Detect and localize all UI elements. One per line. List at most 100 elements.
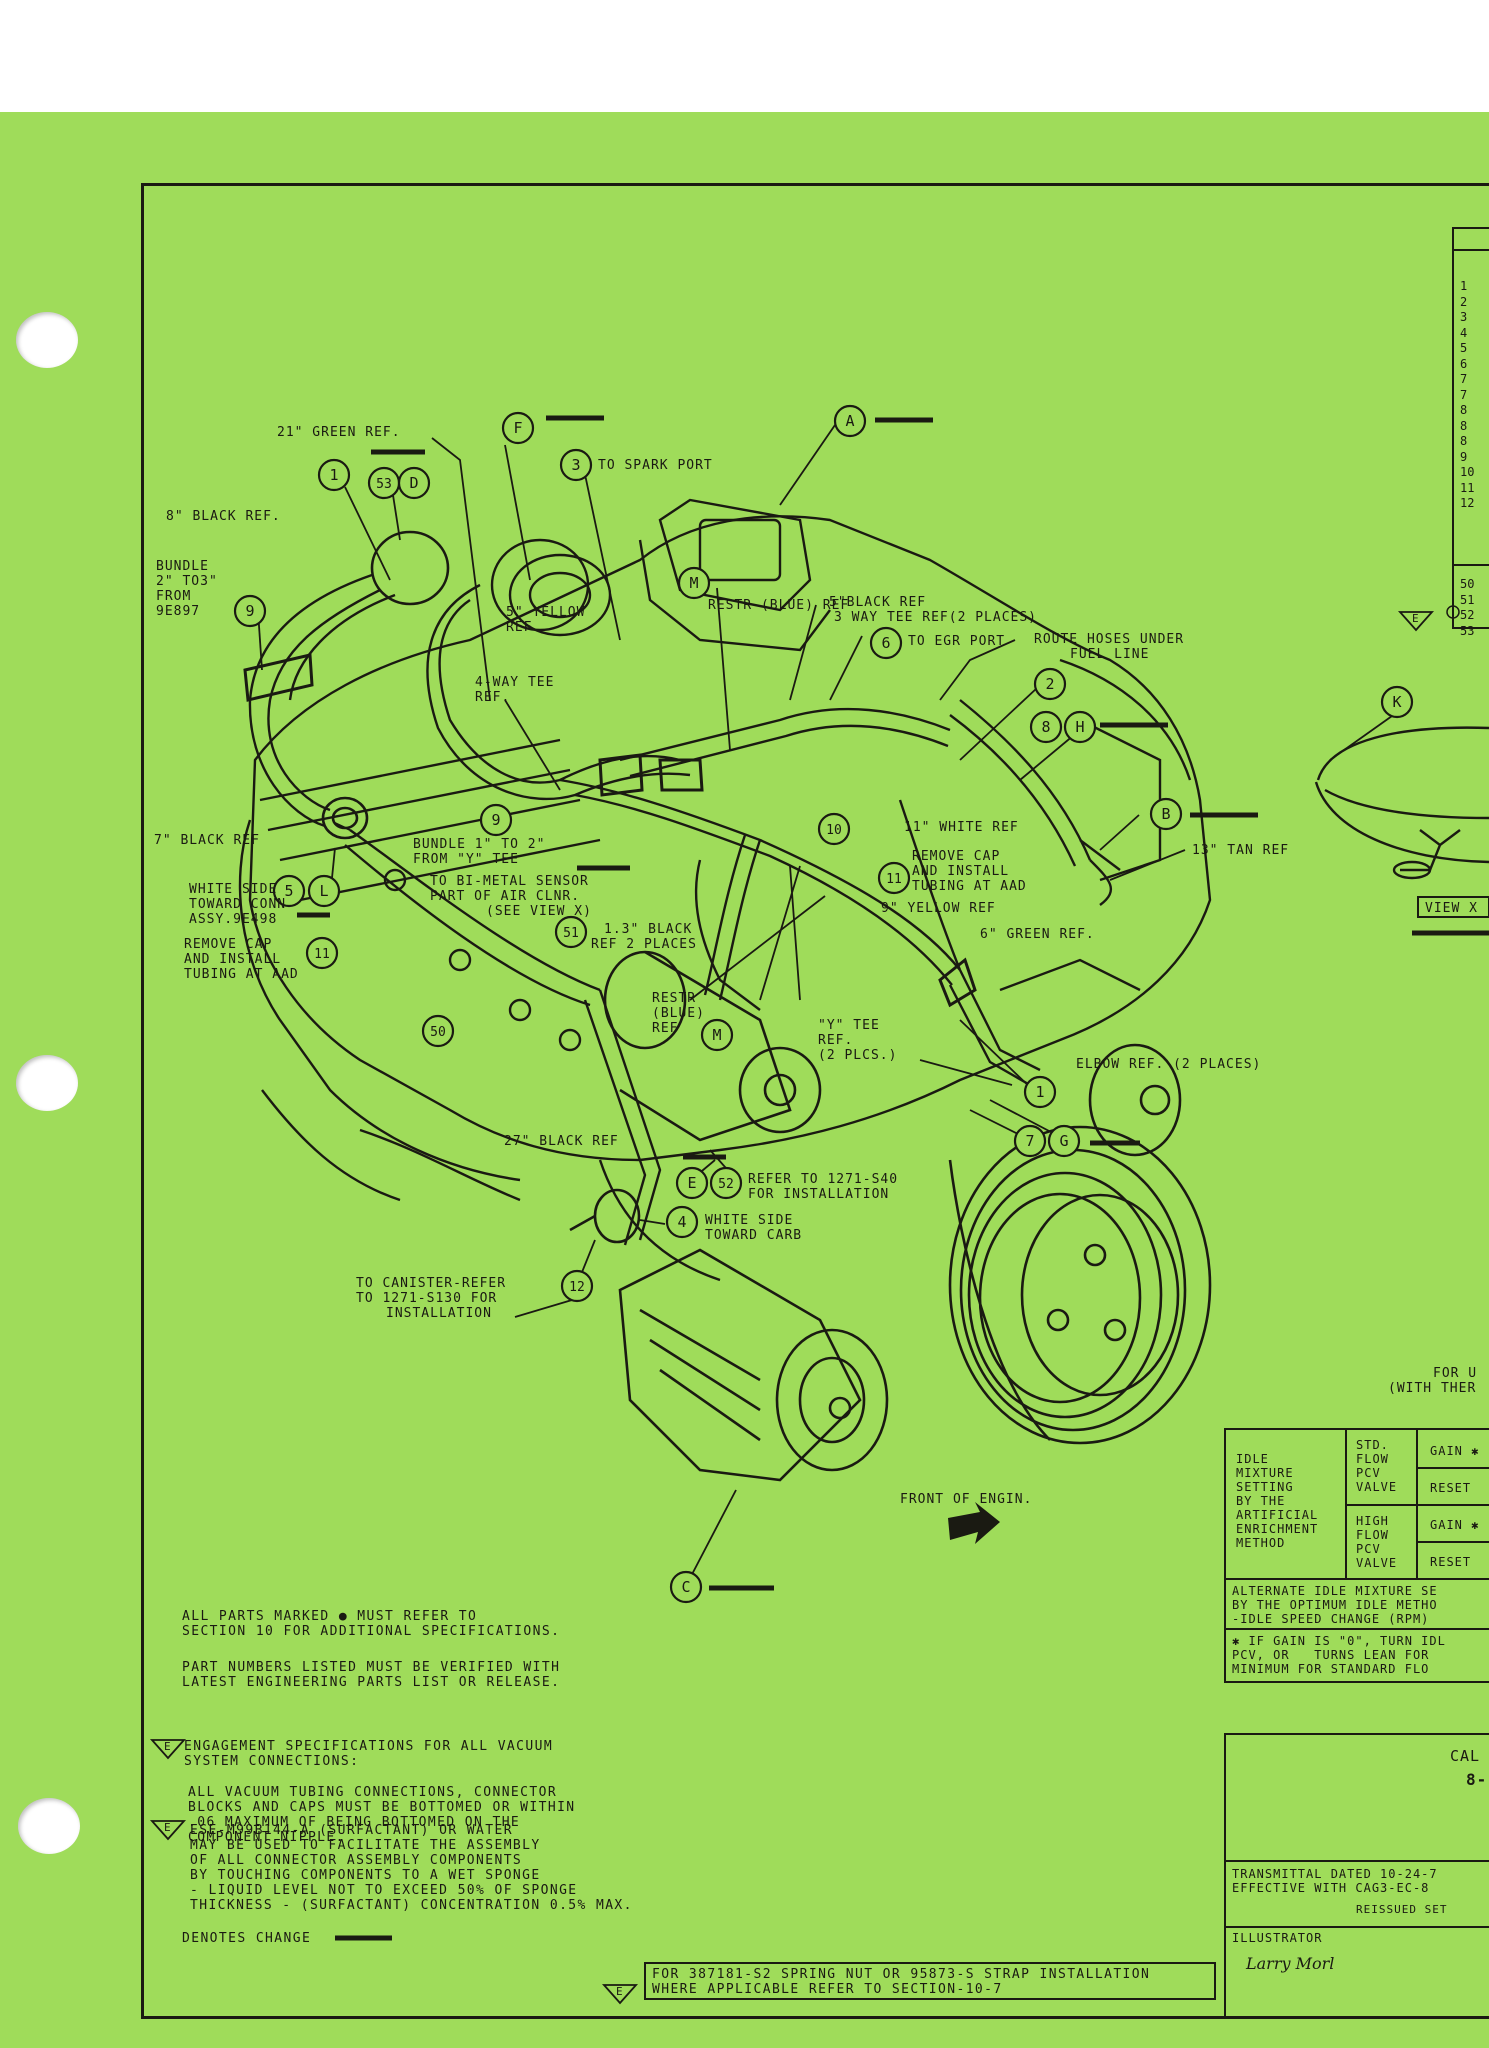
label-bundle1: BUNDLE (156, 559, 209, 574)
callout-cD: D (397, 466, 431, 500)
strap-note-box: FOR 387181-S2 SPRING NUT OR 95873-S STRA… (644, 1962, 1216, 2000)
vacuum-components (321, 530, 822, 1244)
illustrator-signature: Larry Morl (1246, 1954, 1335, 1973)
label-canister1: TO CANISTER-REFER (356, 1276, 506, 1291)
label-bimetal2: PART OF AIR CLNR. (430, 889, 580, 904)
index-row: 9 (1460, 449, 1468, 464)
label-white-side3: ASSY.9E498 (189, 912, 277, 927)
svg-text:11: 11 (314, 947, 330, 962)
connector-assembly (321, 796, 369, 840)
callout-cG: G (1047, 1124, 1081, 1158)
label-refer1: REFER TO 1271-S40 (748, 1172, 898, 1187)
svg-text:52: 52 (718, 1177, 734, 1192)
binder-hole-middle (16, 1055, 78, 1111)
label-bundle-y2: FROM "Y" TEE (413, 852, 519, 867)
index-row: 7 (1460, 387, 1468, 402)
label-yellow9: 9" YELLOW REF (881, 901, 996, 916)
binder-hole-top (16, 312, 78, 368)
note-strap-installation: FOR 387181-S2 SPRING NUT OR 95873-S STRA… (652, 1967, 1151, 1997)
transmittal-text: TRANSMITTAL DATED 10-24-7 EFFECTIVE WITH… (1232, 1867, 1438, 1895)
svg-text:1: 1 (1035, 1083, 1044, 1101)
label-remove-b3: TUBING AT AAD (184, 967, 299, 982)
callout-c11b: 11 (305, 936, 339, 970)
front-arrow-icon (948, 1502, 1000, 1544)
change-bars (297, 415, 1489, 1941)
callout-c9b: 9 (479, 803, 513, 837)
svg-text:11: 11 (886, 872, 902, 887)
svg-text:4: 4 (677, 1213, 686, 1231)
label-front: FRONT OF ENGIN. (900, 1492, 1032, 1507)
label-restr2b: (BLUE) (652, 1006, 705, 1021)
svg-text:51: 51 (563, 926, 579, 941)
index-row: 2 (1460, 294, 1468, 309)
svg-text:E: E (1412, 612, 1419, 625)
callout-c1a: 1 (317, 458, 351, 492)
label-ytee3: (2 PLCS.) (818, 1048, 897, 1063)
water-pump-pulley (490, 538, 590, 632)
gain-cell-1: GAIN ✱ (1430, 1444, 1480, 1458)
callout-cB: B (1149, 797, 1183, 831)
label-canister2: TO 1271-S130 FOR (356, 1291, 497, 1306)
callout-c2: 2 (1033, 667, 1067, 701)
index-row: 8 (1460, 403, 1468, 417)
label-route1: ROUTE HOSES UNDER (1034, 632, 1184, 647)
label-white11: 11" WHITE REF (904, 820, 1019, 835)
svg-text:E: E (616, 1985, 623, 1998)
callout-cH: H (1063, 710, 1097, 744)
svg-text:2: 2 (1045, 675, 1054, 693)
callout-c10: 10 (817, 812, 851, 846)
index-row: 52 (1460, 608, 1475, 622)
callout-cL: L (307, 874, 341, 908)
view-x-air-cleaner (1314, 726, 1489, 880)
callout-c6: 6 (869, 626, 903, 660)
cal-label: CAL (1450, 1747, 1481, 1765)
label-bundle2: 2" TO3" (156, 574, 218, 589)
alternator-pulley (1088, 1043, 1182, 1157)
label-yellow5a: 5" YELLOW (506, 605, 585, 620)
label-black8: 8" BLACK REF. (166, 509, 281, 524)
label-tee4b: REF. (475, 690, 510, 705)
svg-text:53: 53 (376, 477, 392, 492)
label-bundle4: 9E897 (156, 604, 200, 619)
callout-c7: 7 (1013, 1124, 1047, 1158)
label-white-side1: WHITE SIDE (189, 882, 277, 897)
callout-c9a: 9 (233, 594, 267, 628)
high-flow-cell: HIGH FLOW PCV VALVE (1356, 1514, 1398, 1570)
callout-cF: F (501, 411, 535, 445)
callout-c1b: 1 (1023, 1075, 1057, 1109)
vacuum-hoses (248, 573, 1121, 1246)
crankshaft-pulley (948, 1125, 1212, 1445)
label-white-carb1: WHITE SIDE (705, 1213, 793, 1228)
label-egr: TO EGR PORT (908, 634, 1005, 649)
svg-text:M: M (689, 574, 698, 592)
label-refer2: FOR INSTALLATION (748, 1187, 889, 1202)
index-row: 8 (1460, 434, 1468, 448)
alternate-idle-cell: ALTERNATE IDLE MIXTURE SE BY THE OPTIMUM… (1232, 1584, 1438, 1626)
index-row: 8 (1460, 418, 1468, 433)
svg-text:1: 1 (329, 466, 338, 484)
std-flow-cell: STD. FLOW PCV VALVE (1356, 1438, 1398, 1494)
drawing-border (141, 183, 1489, 2019)
label-canister3: INSTALLATION (386, 1306, 492, 1321)
illustrator-label: ILLUSTRATOR (1232, 1931, 1323, 1945)
index-row: 4 (1460, 325, 1468, 340)
label-for-u2: (WITH THER (1388, 1381, 1476, 1396)
label-waytee3: 3 WAY TEE REF(2 PLACES) (834, 610, 1037, 625)
label-restr2a: RESTR (652, 991, 696, 1006)
callout-c52: 52 (709, 1166, 743, 1200)
callout-c3: 3 (559, 448, 593, 482)
label-bimetal3: (SEE VIEW X) (486, 904, 592, 919)
diagram-labels: 21" GREEN REF. 8" BLACK REF. BUNDLE 2" T… (154, 425, 1476, 1507)
index-row: 1 (1460, 279, 1468, 293)
label-white-carb2: TOWARD CARB (705, 1228, 802, 1243)
svg-text:L: L (319, 882, 328, 900)
label-spark: TO SPARK PORT (598, 458, 713, 473)
view-x-label: VIEW X (1425, 901, 1478, 916)
callout-cE: E (675, 1166, 709, 1200)
svg-text:G: G (1059, 1132, 1068, 1150)
label-remove-a2: AND INSTALL (912, 864, 1009, 879)
green-drawing-sheet (0, 112, 1489, 2048)
index-row: 5 (1460, 341, 1468, 355)
